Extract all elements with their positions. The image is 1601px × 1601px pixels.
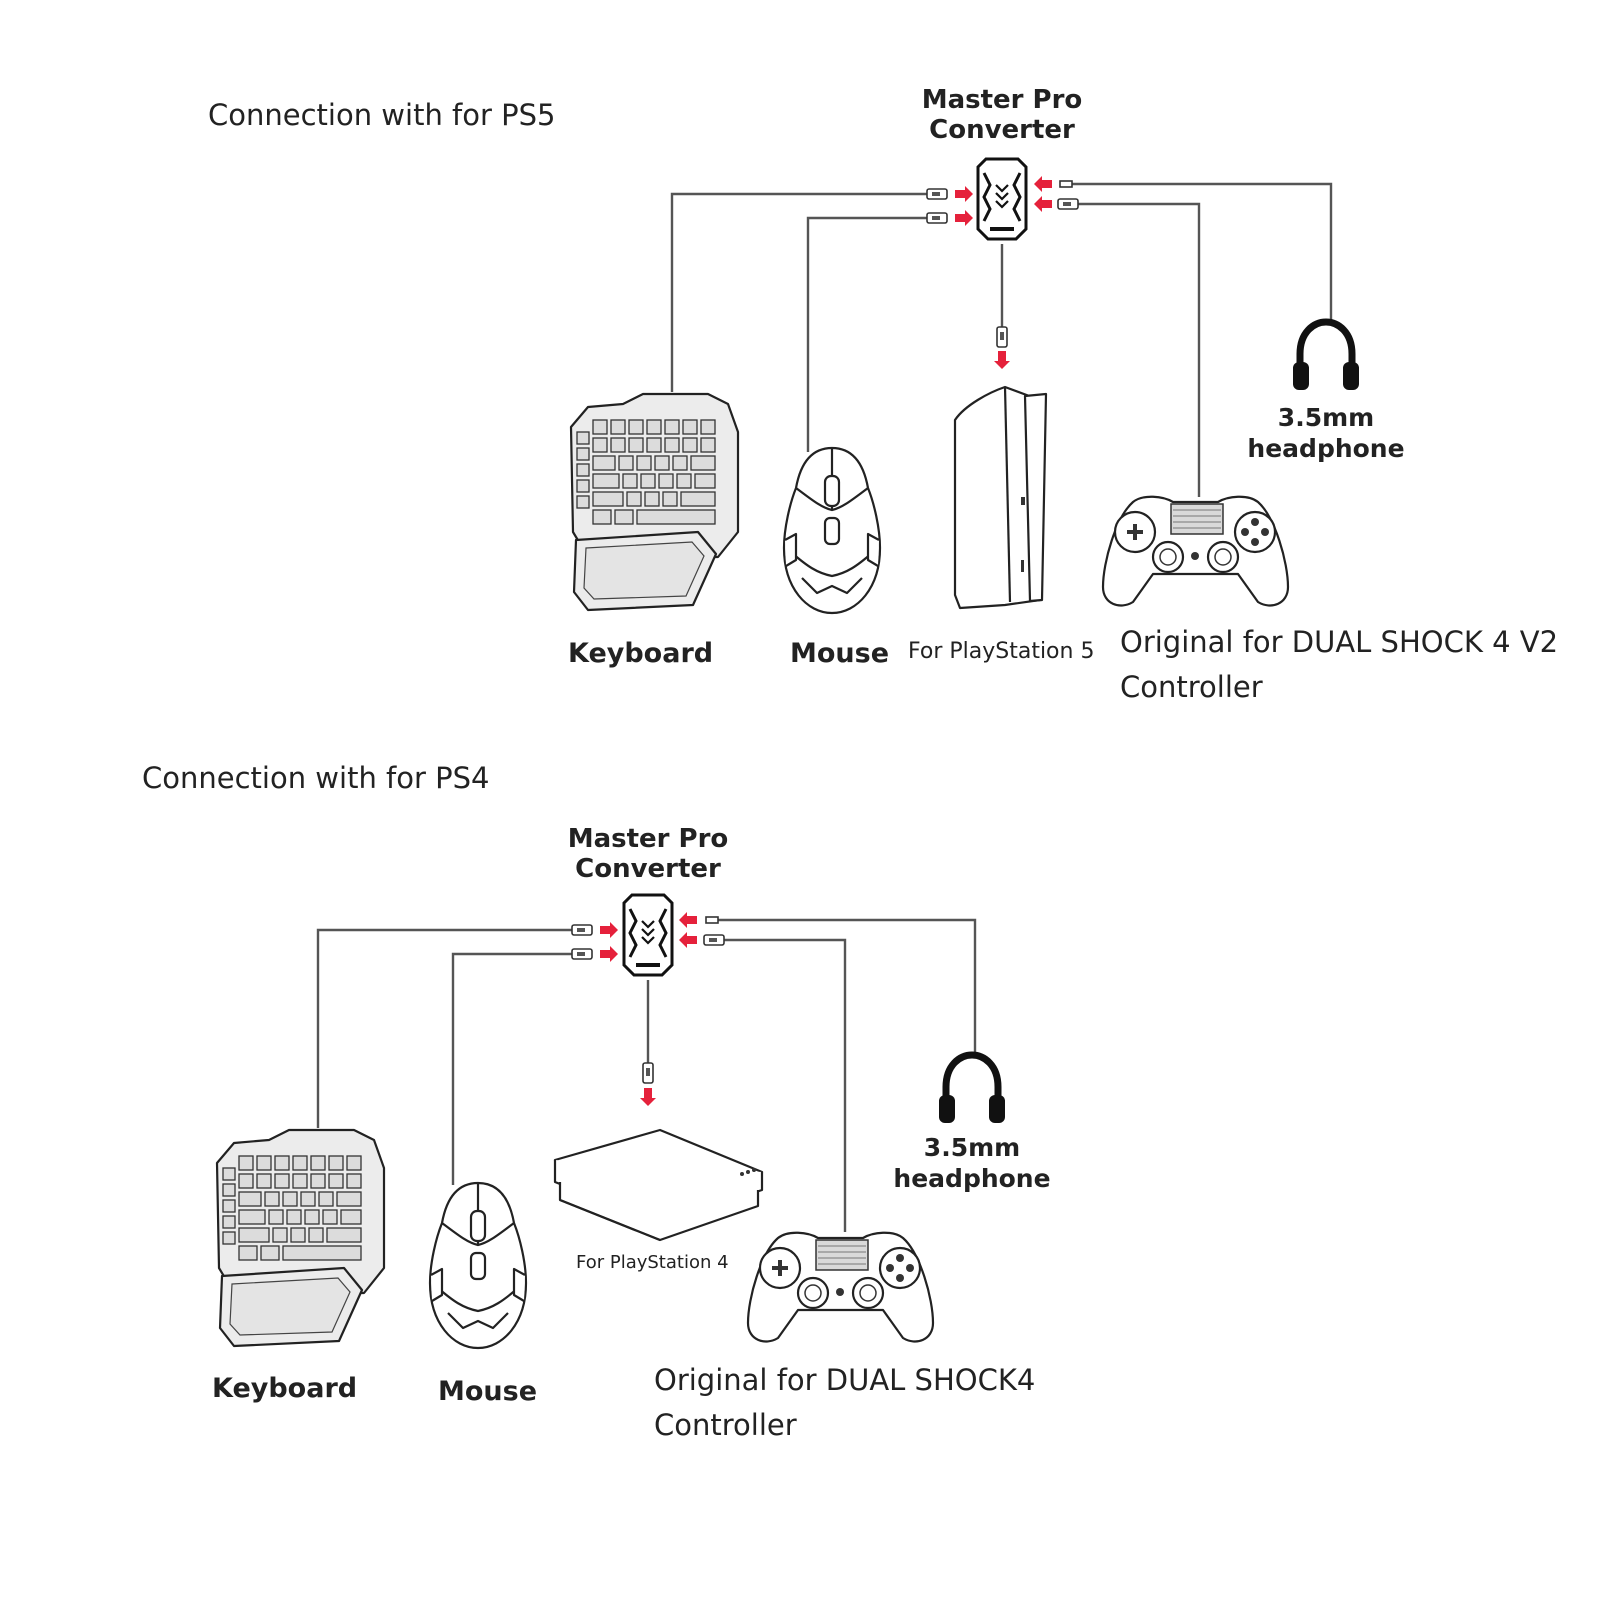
red-arrow-icon bbox=[1034, 196, 1052, 212]
ps4-controller-label-line1: Original for DUAL SHOCK4 bbox=[654, 1363, 1036, 1397]
keyboard-icon bbox=[569, 392, 740, 612]
ps5-converter-label-line1: Master Pro bbox=[921, 85, 1083, 115]
controller-icon bbox=[746, 1230, 935, 1344]
ps5-mouse-label: Mouse bbox=[790, 638, 890, 669]
ps4-headphone-label-line2: headphone bbox=[893, 1164, 1051, 1193]
red-arrow-icon bbox=[600, 922, 618, 938]
headphone-icon bbox=[1293, 322, 1359, 390]
ps5-controller-cable bbox=[1074, 202, 1201, 497]
usb-plug-icon bbox=[926, 188, 948, 200]
ps5-controller-label-line1: Original for DUAL SHOCK 4 V2 bbox=[1120, 625, 1559, 659]
ps4-headphone-cable bbox=[716, 918, 977, 1055]
ps5-controller-label: Original for DUAL SHOCK 4 V2 Controller bbox=[1120, 620, 1558, 710]
audio-jack-icon bbox=[1059, 180, 1073, 188]
ps4-diagram bbox=[215, 893, 1005, 1350]
red-arrow-icon bbox=[600, 946, 618, 962]
ps4-mouse-label: Mouse bbox=[438, 1376, 538, 1407]
ps5-console-label: For PlayStation 5 bbox=[908, 639, 1095, 664]
red-arrow-icon bbox=[1034, 176, 1052, 192]
converter-icon bbox=[976, 157, 1028, 241]
ps4-controller-cable bbox=[720, 938, 847, 1232]
converter-icon bbox=[622, 893, 674, 977]
ps5-mouse-cable bbox=[806, 216, 934, 452]
ps4-controller-label-line2: Controller bbox=[654, 1408, 797, 1442]
mouse-icon bbox=[782, 446, 882, 615]
keyboard-icon bbox=[215, 1128, 386, 1348]
ps4-mouse-cable bbox=[451, 952, 580, 1185]
ps4-keyboard-label: Keyboard bbox=[212, 1373, 358, 1404]
ps4-converter-label: Master Pro Converter bbox=[550, 824, 746, 884]
ps4-keyboard-cable bbox=[316, 928, 580, 1128]
red-arrow-icon bbox=[994, 351, 1010, 369]
usb-plug-icon bbox=[703, 934, 725, 946]
headphone-icon bbox=[939, 1055, 1005, 1123]
red-arrow-icon bbox=[679, 932, 697, 948]
ps4-headphone-label-line1: 3.5mm bbox=[923, 1133, 1021, 1162]
audio-jack-icon bbox=[705, 916, 719, 924]
usb-plug-icon bbox=[1057, 198, 1079, 210]
ps5-headphone-label: 3.5mm headphone bbox=[1236, 402, 1416, 464]
red-arrow-icon bbox=[640, 1088, 656, 1106]
usb-plug-icon bbox=[996, 326, 1008, 348]
ps5-headphone-cable bbox=[1070, 182, 1333, 320]
ps5-diagram bbox=[569, 157, 1359, 615]
usb-plug-icon bbox=[642, 1062, 654, 1084]
ps4-converter-label-line1: Master Pro bbox=[567, 824, 729, 854]
red-arrow-icon bbox=[955, 210, 973, 226]
ps5-headphone-label-line1: 3.5mm bbox=[1277, 403, 1375, 432]
ps4-headphone-label: 3.5mm headphone bbox=[882, 1132, 1062, 1194]
ps5-keyboard-cable bbox=[670, 192, 934, 392]
ps5-controller-label-line2: Controller bbox=[1120, 670, 1263, 704]
ps4-console-label: For PlayStation 4 bbox=[576, 1252, 729, 1273]
controller-icon bbox=[1101, 494, 1290, 608]
ps5-console-icon bbox=[953, 385, 1048, 610]
usb-plug-icon bbox=[571, 948, 593, 960]
ps5-headphone-label-line2: headphone bbox=[1247, 434, 1405, 463]
ps5-converter-label-line2: Converter bbox=[929, 115, 1075, 145]
ps4-controller-label: Original for DUAL SHOCK4 Controller bbox=[654, 1358, 1035, 1448]
ps4-section-heading: Connection with for PS4 bbox=[142, 761, 490, 795]
ps4-console-icon bbox=[553, 1128, 764, 1242]
ps5-section-heading: Connection with for PS5 bbox=[208, 98, 556, 132]
ps5-converter-label: Master Pro Converter bbox=[904, 85, 1100, 145]
ps4-converter-label-line2: Converter bbox=[575, 854, 721, 884]
mouse-icon bbox=[428, 1181, 528, 1350]
red-arrow-icon bbox=[955, 186, 973, 202]
ps5-keyboard-label: Keyboard bbox=[568, 638, 714, 669]
usb-plug-icon bbox=[926, 212, 948, 224]
red-arrow-icon bbox=[679, 912, 697, 928]
usb-plug-icon bbox=[571, 924, 593, 936]
